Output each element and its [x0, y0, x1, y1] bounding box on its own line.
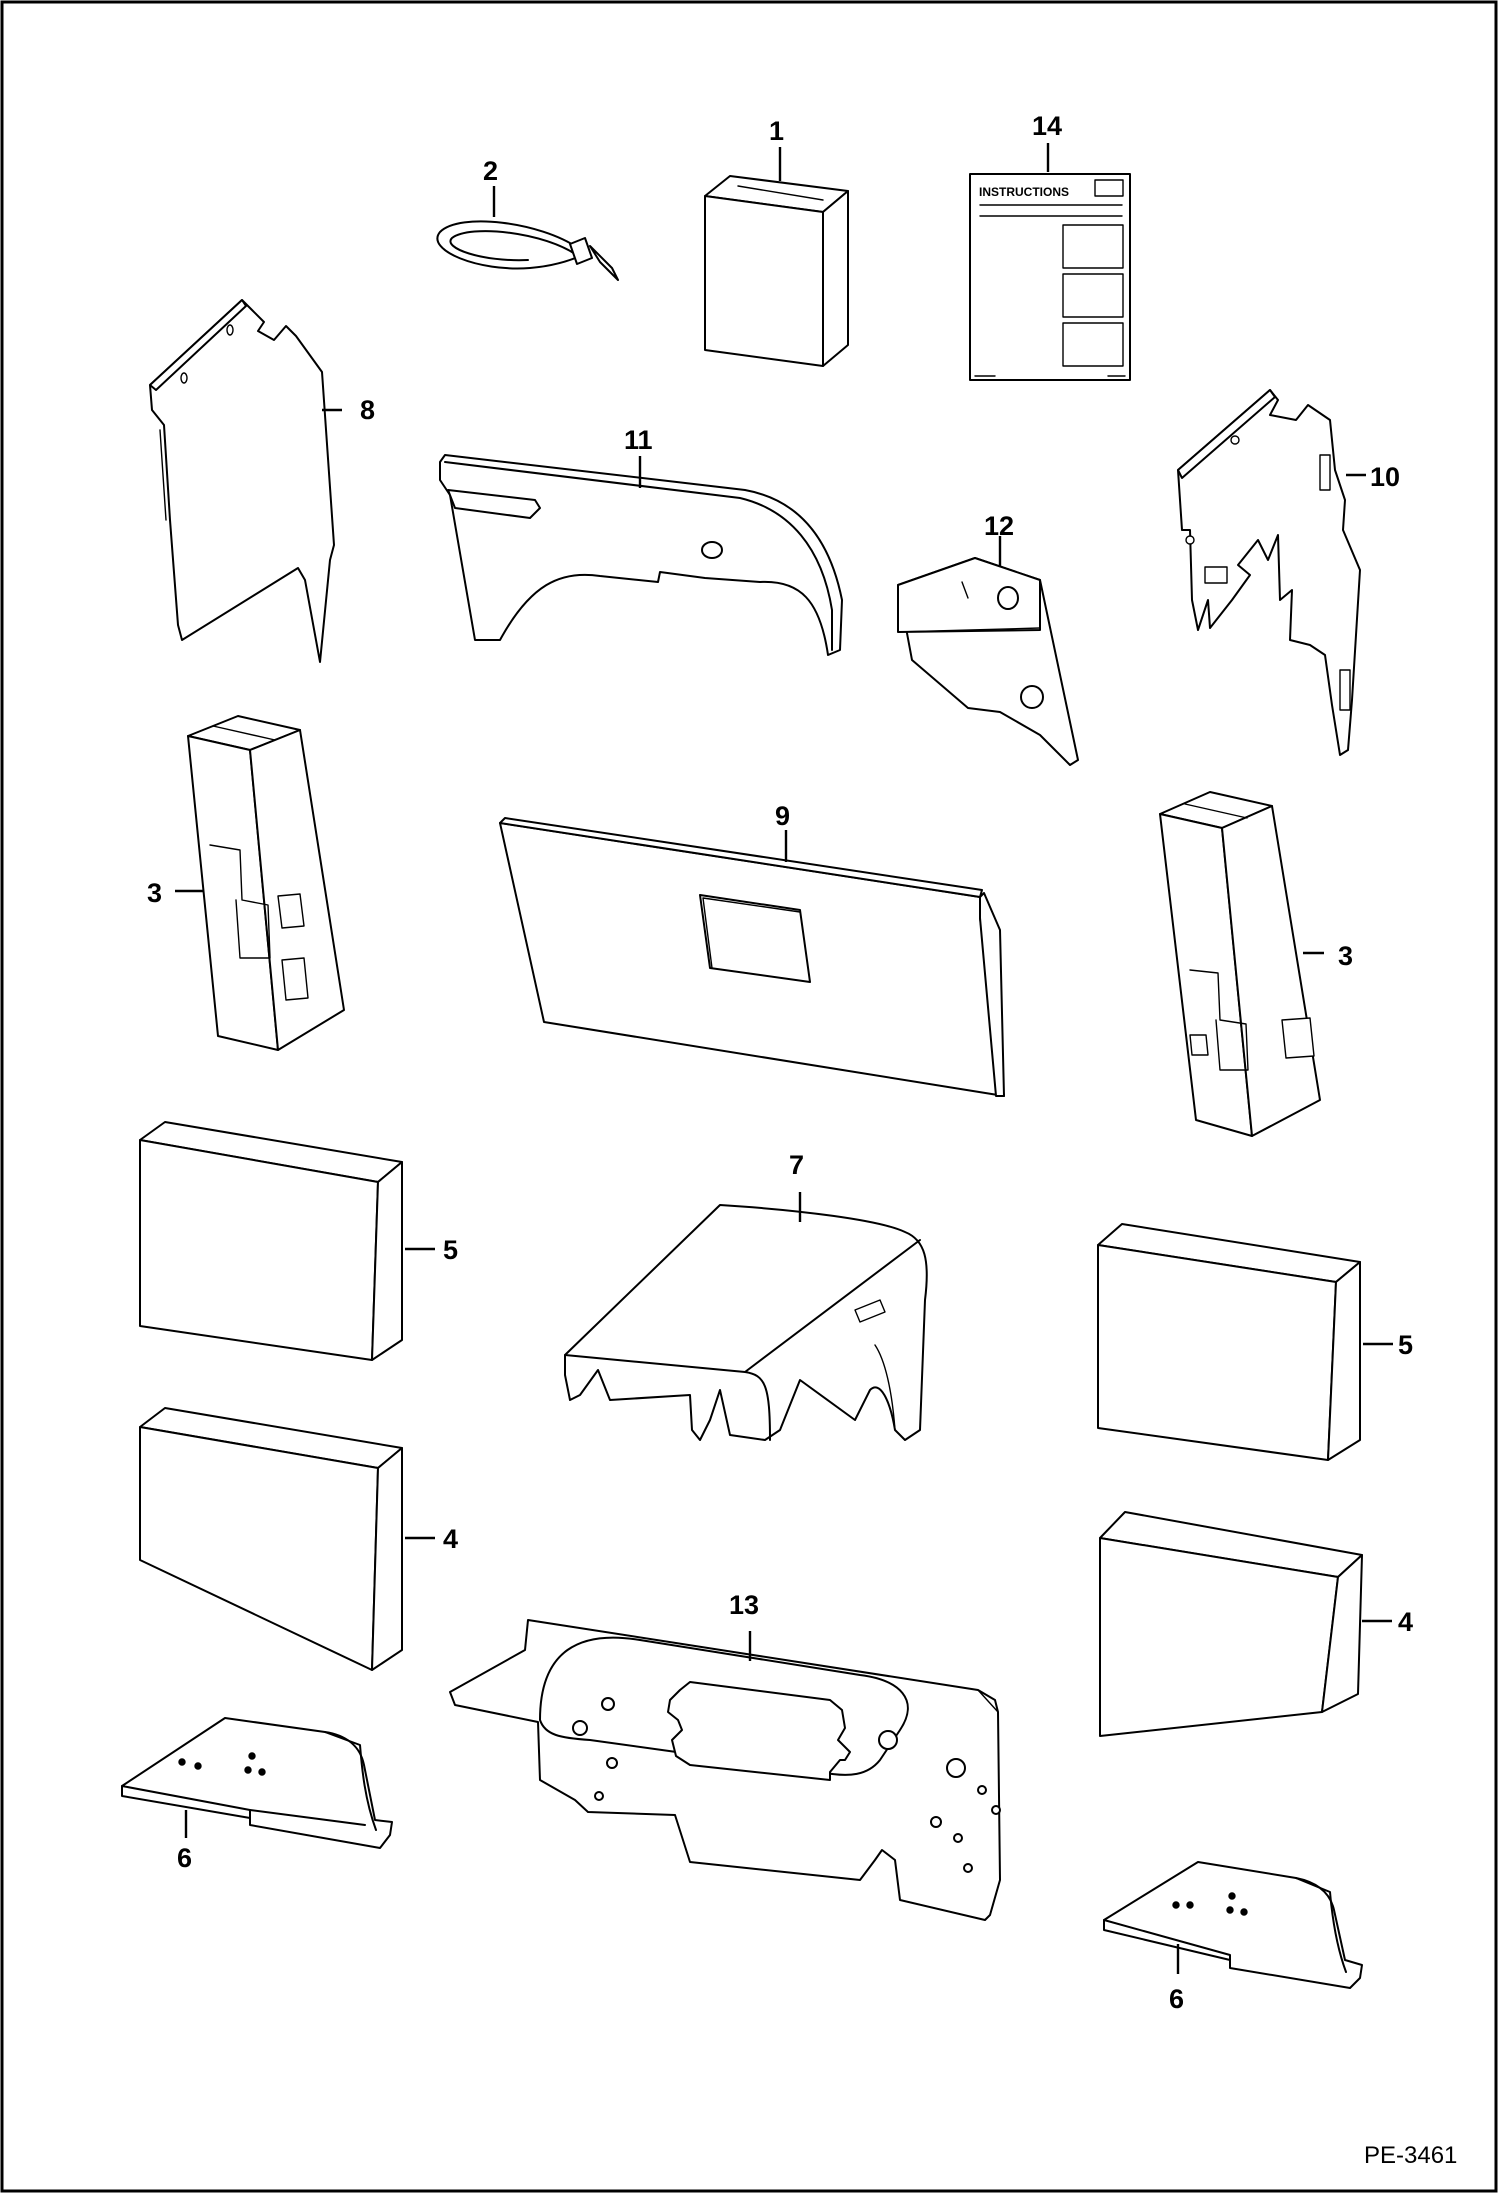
- label-4-right: 4: [1398, 1607, 1413, 1637]
- label-5-right: 5: [1398, 1330, 1413, 1360]
- label-13: 13: [729, 1590, 759, 1620]
- instruction-sheet-title: INSTRUCTIONS: [979, 185, 1069, 199]
- label-6-left: 6: [177, 1843, 192, 1873]
- part-14-instruction-sheet: [969, 173, 1131, 381]
- label-11: 11: [624, 425, 653, 455]
- part-6-right-bracket: [1103, 1861, 1363, 1989]
- part-2-cable-tie: [436, 220, 619, 281]
- label-9: 9: [775, 801, 790, 831]
- label-1: 1: [769, 116, 784, 146]
- part-4-right-wedge-block: [1099, 1511, 1363, 1737]
- label-2: 2: [483, 156, 498, 186]
- drawing-reference: PE-3461: [1364, 2142, 1457, 2169]
- part-8-side-panel: [149, 299, 335, 663]
- part-3-left-foam-column: [187, 715, 345, 1051]
- label-3-right: 3: [1338, 941, 1353, 971]
- part-5-right-foam-block: [1097, 1223, 1361, 1461]
- part-7-label: 7: [789, 1150, 804, 1180]
- label-10: 10: [1370, 462, 1400, 492]
- part-9-panel: [499, 817, 1005, 1097]
- part-7-cover: [564, 1204, 928, 1441]
- part-4-left-wedge-block: [139, 1407, 403, 1671]
- label-12: 12: [984, 511, 1014, 541]
- part-12-corner-bracket: [897, 557, 1079, 766]
- part-11-fender-panel: [439, 454, 843, 656]
- label-8: 8: [360, 395, 375, 425]
- part-10-side-panel: [1177, 389, 1361, 756]
- part-3-right-foam-column: [1159, 791, 1321, 1137]
- part-5-left-foam-block: [139, 1121, 403, 1361]
- part-6-left-bracket: [121, 1717, 393, 1849]
- part-13-mounting-plate: [449, 1619, 1001, 1921]
- label-14: 14: [1032, 111, 1062, 141]
- label-5-left: 5: [443, 1235, 458, 1265]
- part-6-right-label: 6: [1169, 1984, 1184, 2014]
- label-4-left: 4: [443, 1524, 458, 1554]
- label-3-left: 3: [147, 878, 162, 908]
- part-1-box: [704, 175, 849, 367]
